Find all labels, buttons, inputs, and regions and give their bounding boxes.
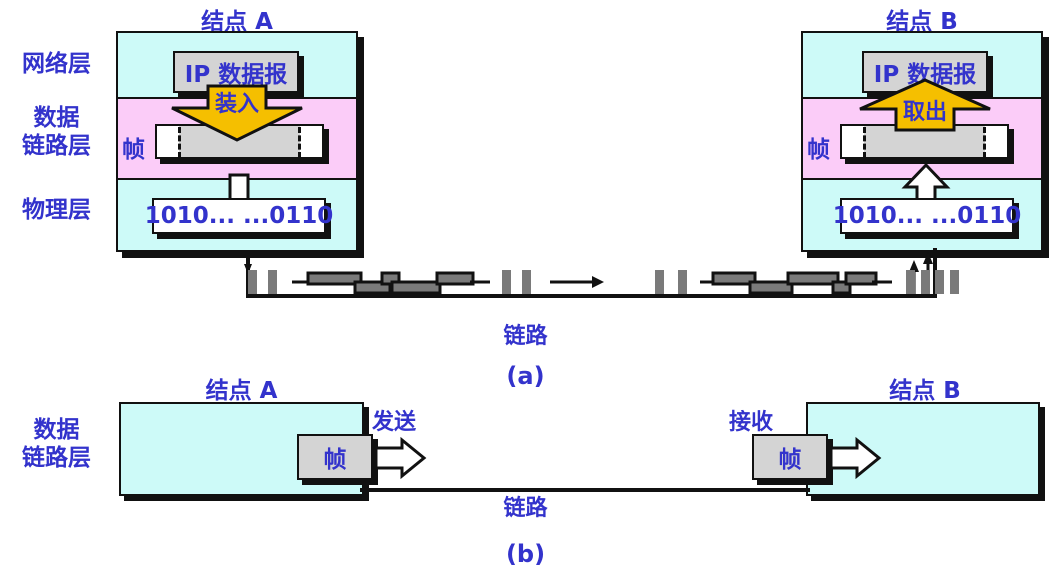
panel-b-frame-label-left: 帧: [323, 447, 347, 473]
link-channel-a: [200, 248, 960, 310]
node-b-bits-box: 1010... ...0110: [833, 198, 1021, 234]
node-b-frame-label: 帧: [807, 130, 830, 164]
link-label-b-text: 链路: [503, 496, 548, 521]
panel-b-layer-label-line2: 链路层: [22, 445, 91, 471]
figure-caption-b: (b): [0, 540, 1051, 568]
node-a-bits-box: 1010... ...0110: [145, 198, 333, 234]
node-b-title-text: 结点 B: [886, 9, 958, 35]
node-b-decapsulate-arrow: [858, 78, 992, 132]
layer-label-physical: 物理层: [4, 196, 109, 224]
layer-label-datalink-line2: 链路层: [22, 133, 91, 159]
node-a-title-text: 结点 A: [201, 9, 273, 35]
panel-b-node-a-title: 结点 A: [119, 371, 364, 405]
panel-b-receive-arrow: [829, 436, 882, 480]
panel-b-send-label: 发送: [372, 404, 416, 436]
panel-b-layer-label: 数据 链路层: [4, 416, 109, 472]
panel-b-frame-label-right: 帧: [778, 447, 802, 473]
node-a-frame-label: 帧: [122, 130, 145, 164]
figure-caption-a: (a): [0, 362, 1051, 390]
link-label-a-text: 链路: [503, 324, 548, 349]
node-a-title: 结点 A: [116, 2, 358, 36]
node-b-bits-text: 1010... ...0110: [832, 203, 1022, 229]
node-b-frame-header-divider: [863, 127, 866, 158]
node-b-frame-label-text: 帧: [807, 137, 830, 163]
layer-label-physical-text: 物理层: [22, 197, 91, 223]
panel-b-frame-box-right: 帧: [752, 434, 828, 480]
panel-b-send-label-text: 发送: [372, 410, 417, 435]
panel-b-node-b-title: 结点 B: [810, 371, 1040, 405]
node-a-frame-label-text: 帧: [122, 137, 145, 163]
node-b-title: 结点 B: [801, 2, 1043, 36]
panel-b-link-line: [360, 488, 810, 492]
panel-b-frame-box-left: 帧: [297, 434, 373, 480]
link-label-a: 链路: [0, 318, 1051, 350]
layer-label-network-text: 网络层: [22, 51, 91, 77]
panel-b-receive-label: 接收: [729, 404, 773, 436]
panel-b-node-b-title-text: 结点 B: [889, 378, 961, 404]
node-a-ip-datagram-label: IP 数据报: [184, 62, 288, 88]
node-a-ip-datagram-box: IP 数据报: [173, 51, 299, 93]
node-b-decapsulate-label: 取出: [858, 96, 992, 125]
figure-caption-b-text: (b): [505, 540, 546, 568]
figure-caption-a-text: (a): [506, 362, 545, 390]
node-a-encapsulate-label: 装入: [170, 88, 304, 117]
node-a-bits-text: 1010... ...0110: [144, 203, 334, 229]
panel-b-layer-label-line1: 数据: [33, 417, 80, 443]
node-a-encapsulate-arrow: [170, 84, 304, 142]
layer-label-datalink-line1: 数据: [33, 105, 80, 131]
panel-b-node-a-title-text: 结点 A: [205, 378, 278, 404]
link-label-b: 链路: [0, 490, 1051, 522]
node-b-frame-trailer-divider: [983, 127, 986, 158]
panel-b-receive-label-text: 接收: [729, 410, 774, 435]
node-a-encapsulate-text: 装入: [214, 92, 259, 117]
layer-label-network: 网络层: [4, 50, 109, 78]
layer-label-datalink: 数据 链路层: [4, 104, 109, 160]
panel-b-send-arrow: [374, 436, 427, 480]
node-a-frame-trailer-divider: [298, 127, 301, 158]
node-a-frame-header-divider: [178, 127, 181, 158]
node-b-decapsulate-text: 取出: [902, 100, 947, 125]
